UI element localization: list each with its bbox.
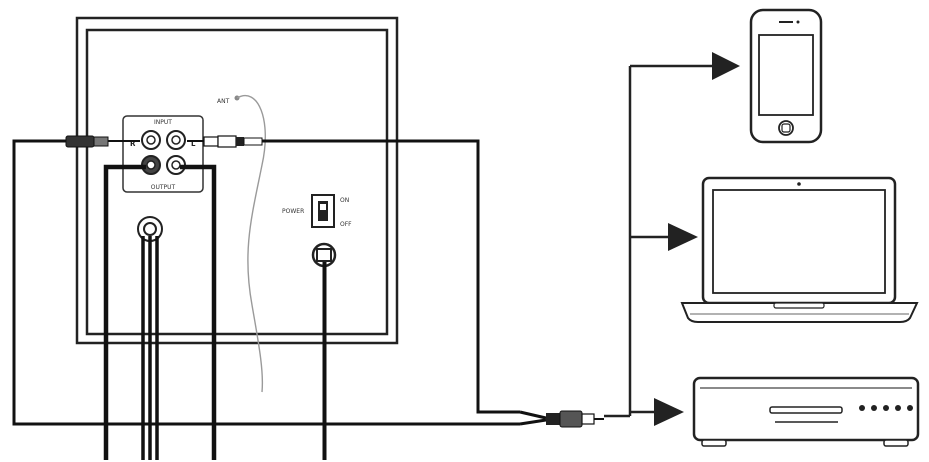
laptop-icon [680, 176, 919, 323]
input-cable-right [12, 135, 520, 426]
arrow-to-player-icon [654, 398, 684, 426]
input-label: INPUT [154, 119, 172, 126]
arrow-to-laptop-icon [668, 223, 698, 251]
antenna-label: ANT [217, 98, 230, 105]
on-label: ON [340, 197, 349, 204]
power-label: POWER [282, 208, 304, 215]
antenna-wire: ANT [217, 95, 266, 393]
stereo-plug [519, 410, 604, 428]
media-player-icon [692, 376, 920, 447]
speaker-back-panel [75, 16, 399, 345]
io-jack-plate: INPUT OUTPUT R L [122, 115, 204, 193]
arrow-to-phone-icon [712, 52, 740, 80]
off-label: OFF [340, 221, 352, 228]
source-distribution-lines [604, 52, 740, 426]
aux-jack[interactable] [137, 216, 163, 242]
output-label: OUTPUT [151, 184, 176, 191]
input-cable-left [187, 135, 520, 414]
power-switch[interactable]: POWER ON OFF [282, 194, 352, 228]
power-socket[interactable] [311, 242, 337, 460]
left-channel-label: L [191, 140, 196, 148]
smartphone-icon [749, 8, 823, 144]
right-channel-label: R [130, 140, 136, 148]
